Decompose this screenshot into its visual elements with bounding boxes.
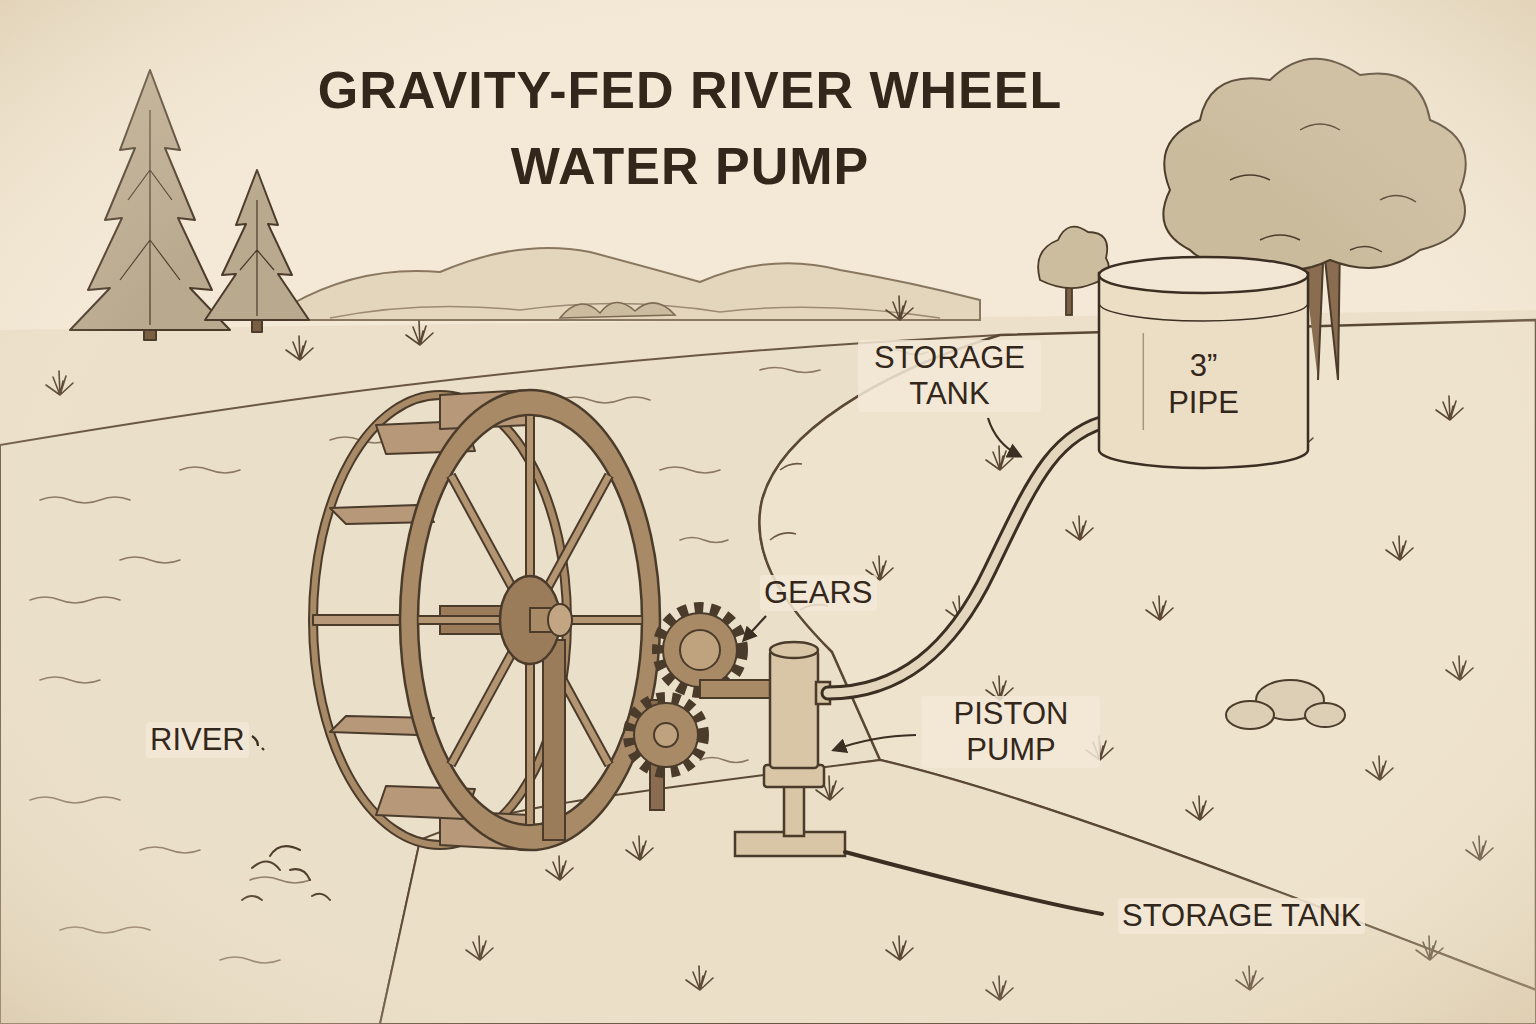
rocks	[1305, 703, 1345, 727]
water-ripples	[40, 497, 130, 503]
wheel-support-post	[543, 640, 565, 840]
water-ripples	[700, 758, 748, 763]
tank-label: 3” PIPE	[1159, 347, 1249, 421]
mountains	[290, 248, 980, 320]
grass-tufts	[546, 856, 573, 880]
grass-tufts	[286, 336, 313, 360]
pine-trees	[70, 70, 230, 330]
water-ripples	[680, 538, 728, 543]
far-bushes	[560, 302, 675, 318]
water-ripples	[760, 368, 820, 373]
part-label: PISTON PUMP	[922, 696, 1100, 768]
grass-tufts	[1446, 656, 1473, 680]
water-ripples	[180, 467, 240, 473]
water-ripples	[660, 467, 720, 473]
pine-trees	[205, 170, 309, 320]
water-ripples	[220, 957, 280, 963]
wheel-front-rim	[400, 390, 660, 850]
pipe-body	[828, 420, 1112, 693]
part-label: STORAGE TANK	[858, 340, 1041, 412]
grass-tufts	[1186, 796, 1213, 820]
piston-pump	[735, 642, 845, 856]
wheel-paddles	[313, 615, 400, 625]
part-label: GEARS	[760, 575, 877, 611]
water-ripples	[40, 677, 100, 683]
wheel-spokes	[419, 416, 642, 824]
grass-tufts	[626, 836, 653, 860]
tank-body	[1099, 273, 1308, 468]
water-ripples	[30, 797, 120, 803]
piston-pump	[770, 642, 818, 658]
leader-line	[834, 735, 916, 750]
pipe-outline	[828, 420, 1112, 693]
pine-trees	[120, 110, 180, 325]
water-ripples	[30, 597, 120, 603]
leader-line	[744, 616, 766, 640]
gear-teeth	[629, 698, 703, 772]
drive-shaft	[700, 680, 772, 698]
pine-trees	[70, 70, 309, 340]
water-wheel	[242, 390, 660, 900]
tank-shading	[1143, 333, 1145, 430]
axle-cap	[548, 604, 572, 636]
grass-tufts	[406, 321, 433, 345]
gear-wheel	[663, 613, 737, 687]
supply-pipe	[845, 852, 1102, 914]
water-ripples	[250, 877, 310, 883]
water-ripples	[60, 927, 150, 933]
water-ripples	[140, 847, 200, 853]
pipes	[828, 420, 1112, 914]
grass-tufts	[1386, 536, 1413, 560]
wheel-spokes	[418, 415, 642, 825]
grass-tufts	[686, 966, 713, 990]
grass-tufts	[986, 976, 1013, 1000]
grass-tufts	[1146, 596, 1173, 620]
gear-wheel	[634, 703, 698, 767]
oak-tree	[1230, 124, 1416, 252]
grass-tufts	[46, 371, 73, 395]
tank-text-area: 3” PIPE	[1096, 255, 1311, 421]
part-label: STORAGE TANK	[1118, 898, 1365, 934]
grass-tufts	[1066, 516, 1093, 540]
grass-tufts	[1436, 396, 1463, 420]
rocks	[1226, 680, 1345, 729]
water-splash	[242, 846, 330, 900]
grass-tufts	[886, 936, 913, 960]
grass-tufts	[466, 936, 493, 960]
storage-tank: 3” PIPE	[1096, 255, 1311, 470]
grass-tufts	[1466, 836, 1493, 860]
piston-pump	[770, 650, 818, 768]
diagram-title: GRAVITY-FED RIVER WHEEL WATER PUMP	[230, 52, 1150, 204]
grass-tufts	[886, 296, 913, 320]
piston-pump	[784, 786, 804, 836]
grass-tufts	[1366, 756, 1393, 780]
leader-lines	[252, 418, 1020, 750]
part-label: RIVER	[146, 722, 249, 758]
tank-band	[1099, 303, 1308, 321]
gears	[629, 608, 772, 810]
far-treeline	[330, 303, 940, 318]
wheel-paddles	[313, 390, 530, 850]
leader-line	[988, 418, 1020, 456]
gear-hub	[654, 723, 678, 747]
leader-line	[252, 736, 264, 750]
tank-lid	[1099, 257, 1308, 293]
grass-tufts	[1416, 936, 1443, 960]
grass-tufts	[1236, 966, 1263, 990]
rocks	[1226, 701, 1274, 729]
wheel-spokes	[418, 415, 642, 825]
pine-trees	[240, 200, 274, 316]
oak-tree	[1163, 59, 1465, 270]
water-ripples	[120, 557, 180, 563]
gear-hub	[680, 630, 720, 670]
